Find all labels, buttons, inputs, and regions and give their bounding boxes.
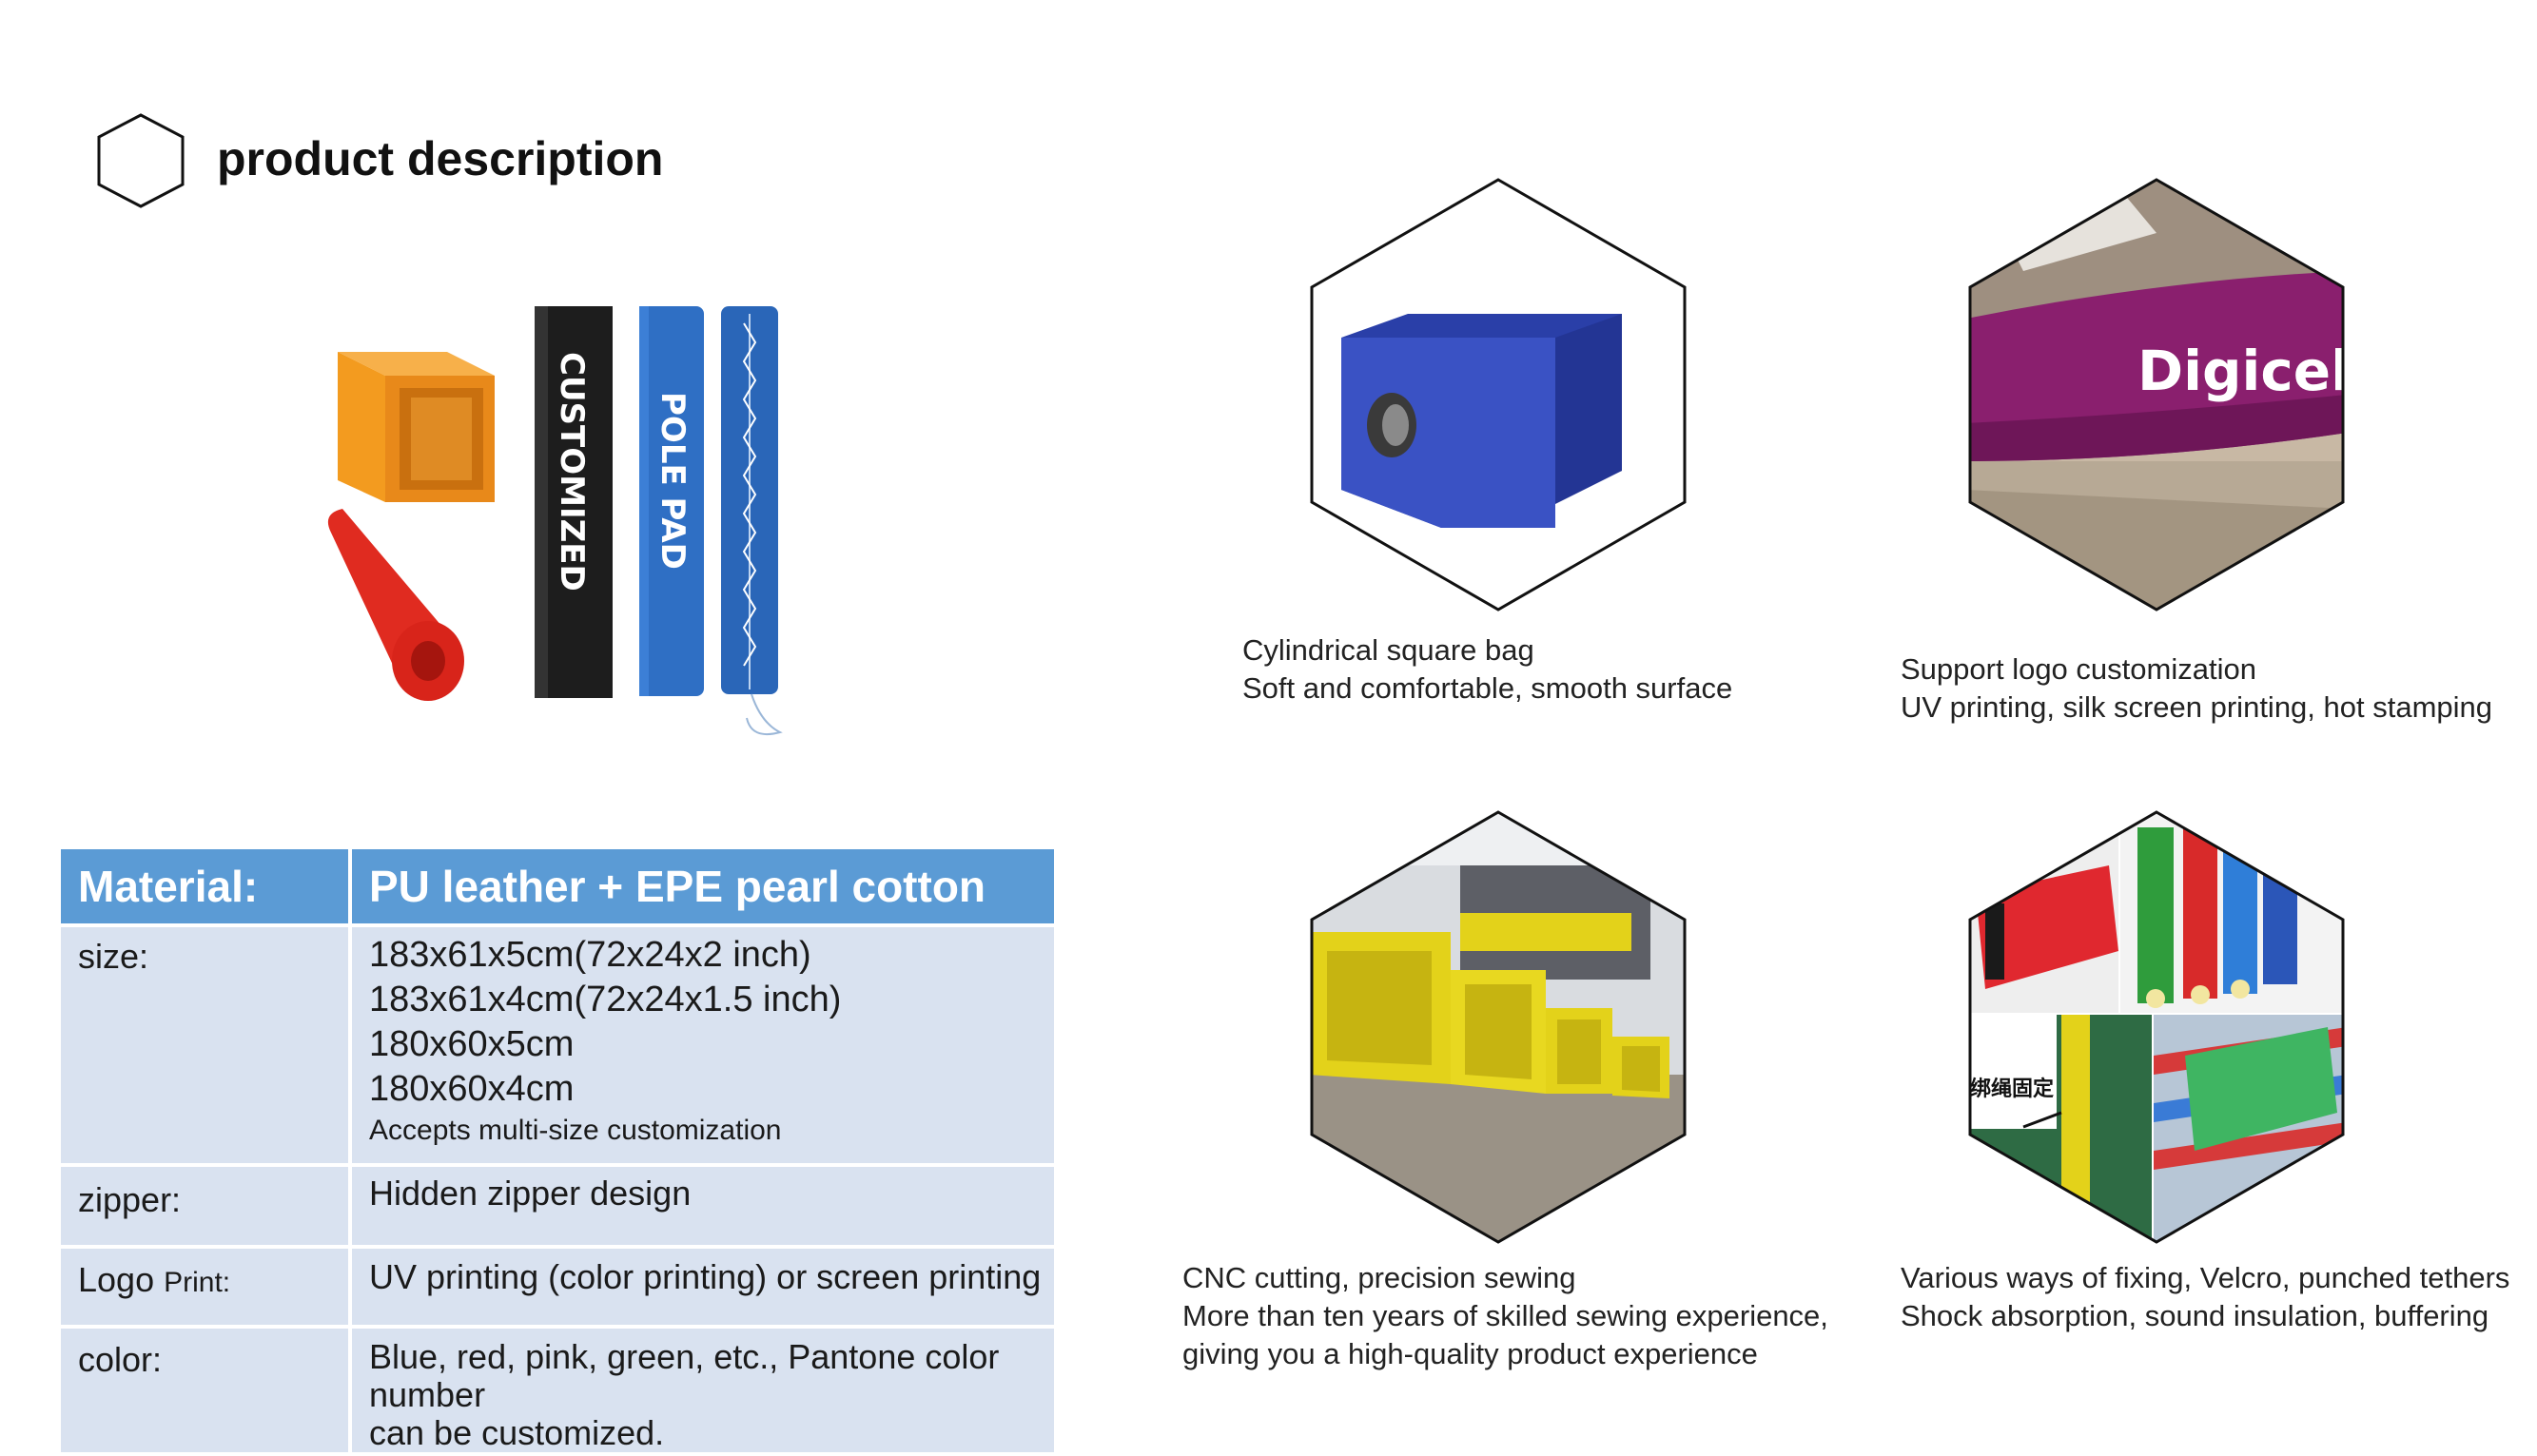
- color-value-line: Blue, red, pink, green, etc., Pantone co…: [369, 1337, 1000, 1414]
- size-option: 180x60x5cm: [369, 1024, 575, 1064]
- material-label: Material:: [61, 849, 352, 927]
- feature-caption-4: Various ways of fixing, Velcro, punched …: [1901, 1259, 2509, 1335]
- size-option: 183x61x5cm(72x24x2 inch): [369, 935, 811, 975]
- logo-label: Logo Print:: [61, 1249, 352, 1329]
- size-option: 180x60x4cm: [369, 1069, 575, 1109]
- caption-line: Shock absorption, sound insulation, buff…: [1901, 1299, 2489, 1332]
- product-photo: CUSTOMIZED POLE PAD: [327, 306, 783, 736]
- orange-square-pad: [338, 352, 495, 502]
- brand-text: Digicel: [2137, 339, 2347, 403]
- caption-line: Soft and comfortable, smooth surface: [1242, 671, 1733, 705]
- material-value: PU leather + EPE pearl cotton: [352, 849, 1054, 927]
- size-row: size: 183x61x5cm(72x24x2 inch) 183x61x4c…: [61, 927, 1054, 1167]
- feature-caption-1: Cylindrical square bag Soft and comforta…: [1242, 631, 1732, 708]
- feature-caption-3: CNC cutting, precision sewing More than …: [1182, 1259, 1828, 1373]
- zipper-value: Hidden zipper design: [352, 1167, 1054, 1249]
- color-value: Blue, red, pink, green, etc., Pantone co…: [352, 1329, 1054, 1456]
- logo-value: UV printing (color printing) or screen p…: [352, 1249, 1054, 1329]
- black-pole-pad: CUSTOMIZED: [535, 306, 613, 698]
- caption-line: Cylindrical square bag: [1242, 633, 1534, 667]
- logo-label-main: Logo: [78, 1260, 165, 1299]
- hexagon-icon: [97, 113, 185, 208]
- page-title: product description: [217, 132, 664, 185]
- color-value-line: can be customized.: [369, 1413, 665, 1452]
- caption-line: UV printing, silk screen printing, hot s…: [1901, 690, 2493, 724]
- logo-label-small: Print:: [164, 1267, 231, 1298]
- size-values: 183x61x5cm(72x24x2 inch) 183x61x4cm(72x2…: [352, 927, 1054, 1167]
- feature-image-factory: [1310, 810, 1687, 1244]
- blue-pole-pad: POLE PAD: [639, 306, 704, 696]
- feature-image-fixing: 绑绳固定: [1968, 810, 2345, 1244]
- size-option: 183x61x4cm(72x24x1.5 inch): [369, 980, 842, 1019]
- caption-line: Various ways of fixing, Velcro, punched …: [1901, 1261, 2510, 1294]
- feature-image-logo-print: Digicel: [1968, 178, 2347, 612]
- caption-line: More than ten years of skilled sewing ex…: [1182, 1299, 1828, 1332]
- photo-label: 绑绳固定: [1970, 1077, 2054, 1101]
- size-label: size:: [61, 927, 352, 1167]
- feature-image-square-bag: [1310, 178, 1687, 612]
- red-cylinder-pad: [327, 509, 464, 701]
- spec-header-row: Material: PU leather + EPE pearl cotton: [61, 849, 1054, 927]
- caption-line: Support logo customization: [1901, 652, 2256, 686]
- logo-row: Logo Print: UV printing (color printing)…: [61, 1249, 1054, 1329]
- zipper-row: zipper: Hidden zipper design: [61, 1167, 1054, 1249]
- zipper-label: zipper:: [61, 1167, 352, 1249]
- caption-line: CNC cutting, precision sewing: [1182, 1261, 1576, 1294]
- color-label: color:: [61, 1329, 352, 1456]
- pad-text-pole-pad: POLE PAD: [654, 392, 692, 570]
- laced-blue-pad: [721, 306, 783, 736]
- caption-line: giving you a high-quality product experi…: [1182, 1337, 1758, 1370]
- spec-table: Material: PU leather + EPE pearl cotton …: [61, 849, 1054, 1456]
- pad-text-customized: CUSTOMIZED: [553, 352, 591, 592]
- color-row: color: Blue, red, pink, green, etc., Pan…: [61, 1329, 1054, 1456]
- size-note: Accepts multi-size customization: [369, 1115, 782, 1146]
- feature-caption-2: Support logo customization UV printing, …: [1901, 650, 2492, 727]
